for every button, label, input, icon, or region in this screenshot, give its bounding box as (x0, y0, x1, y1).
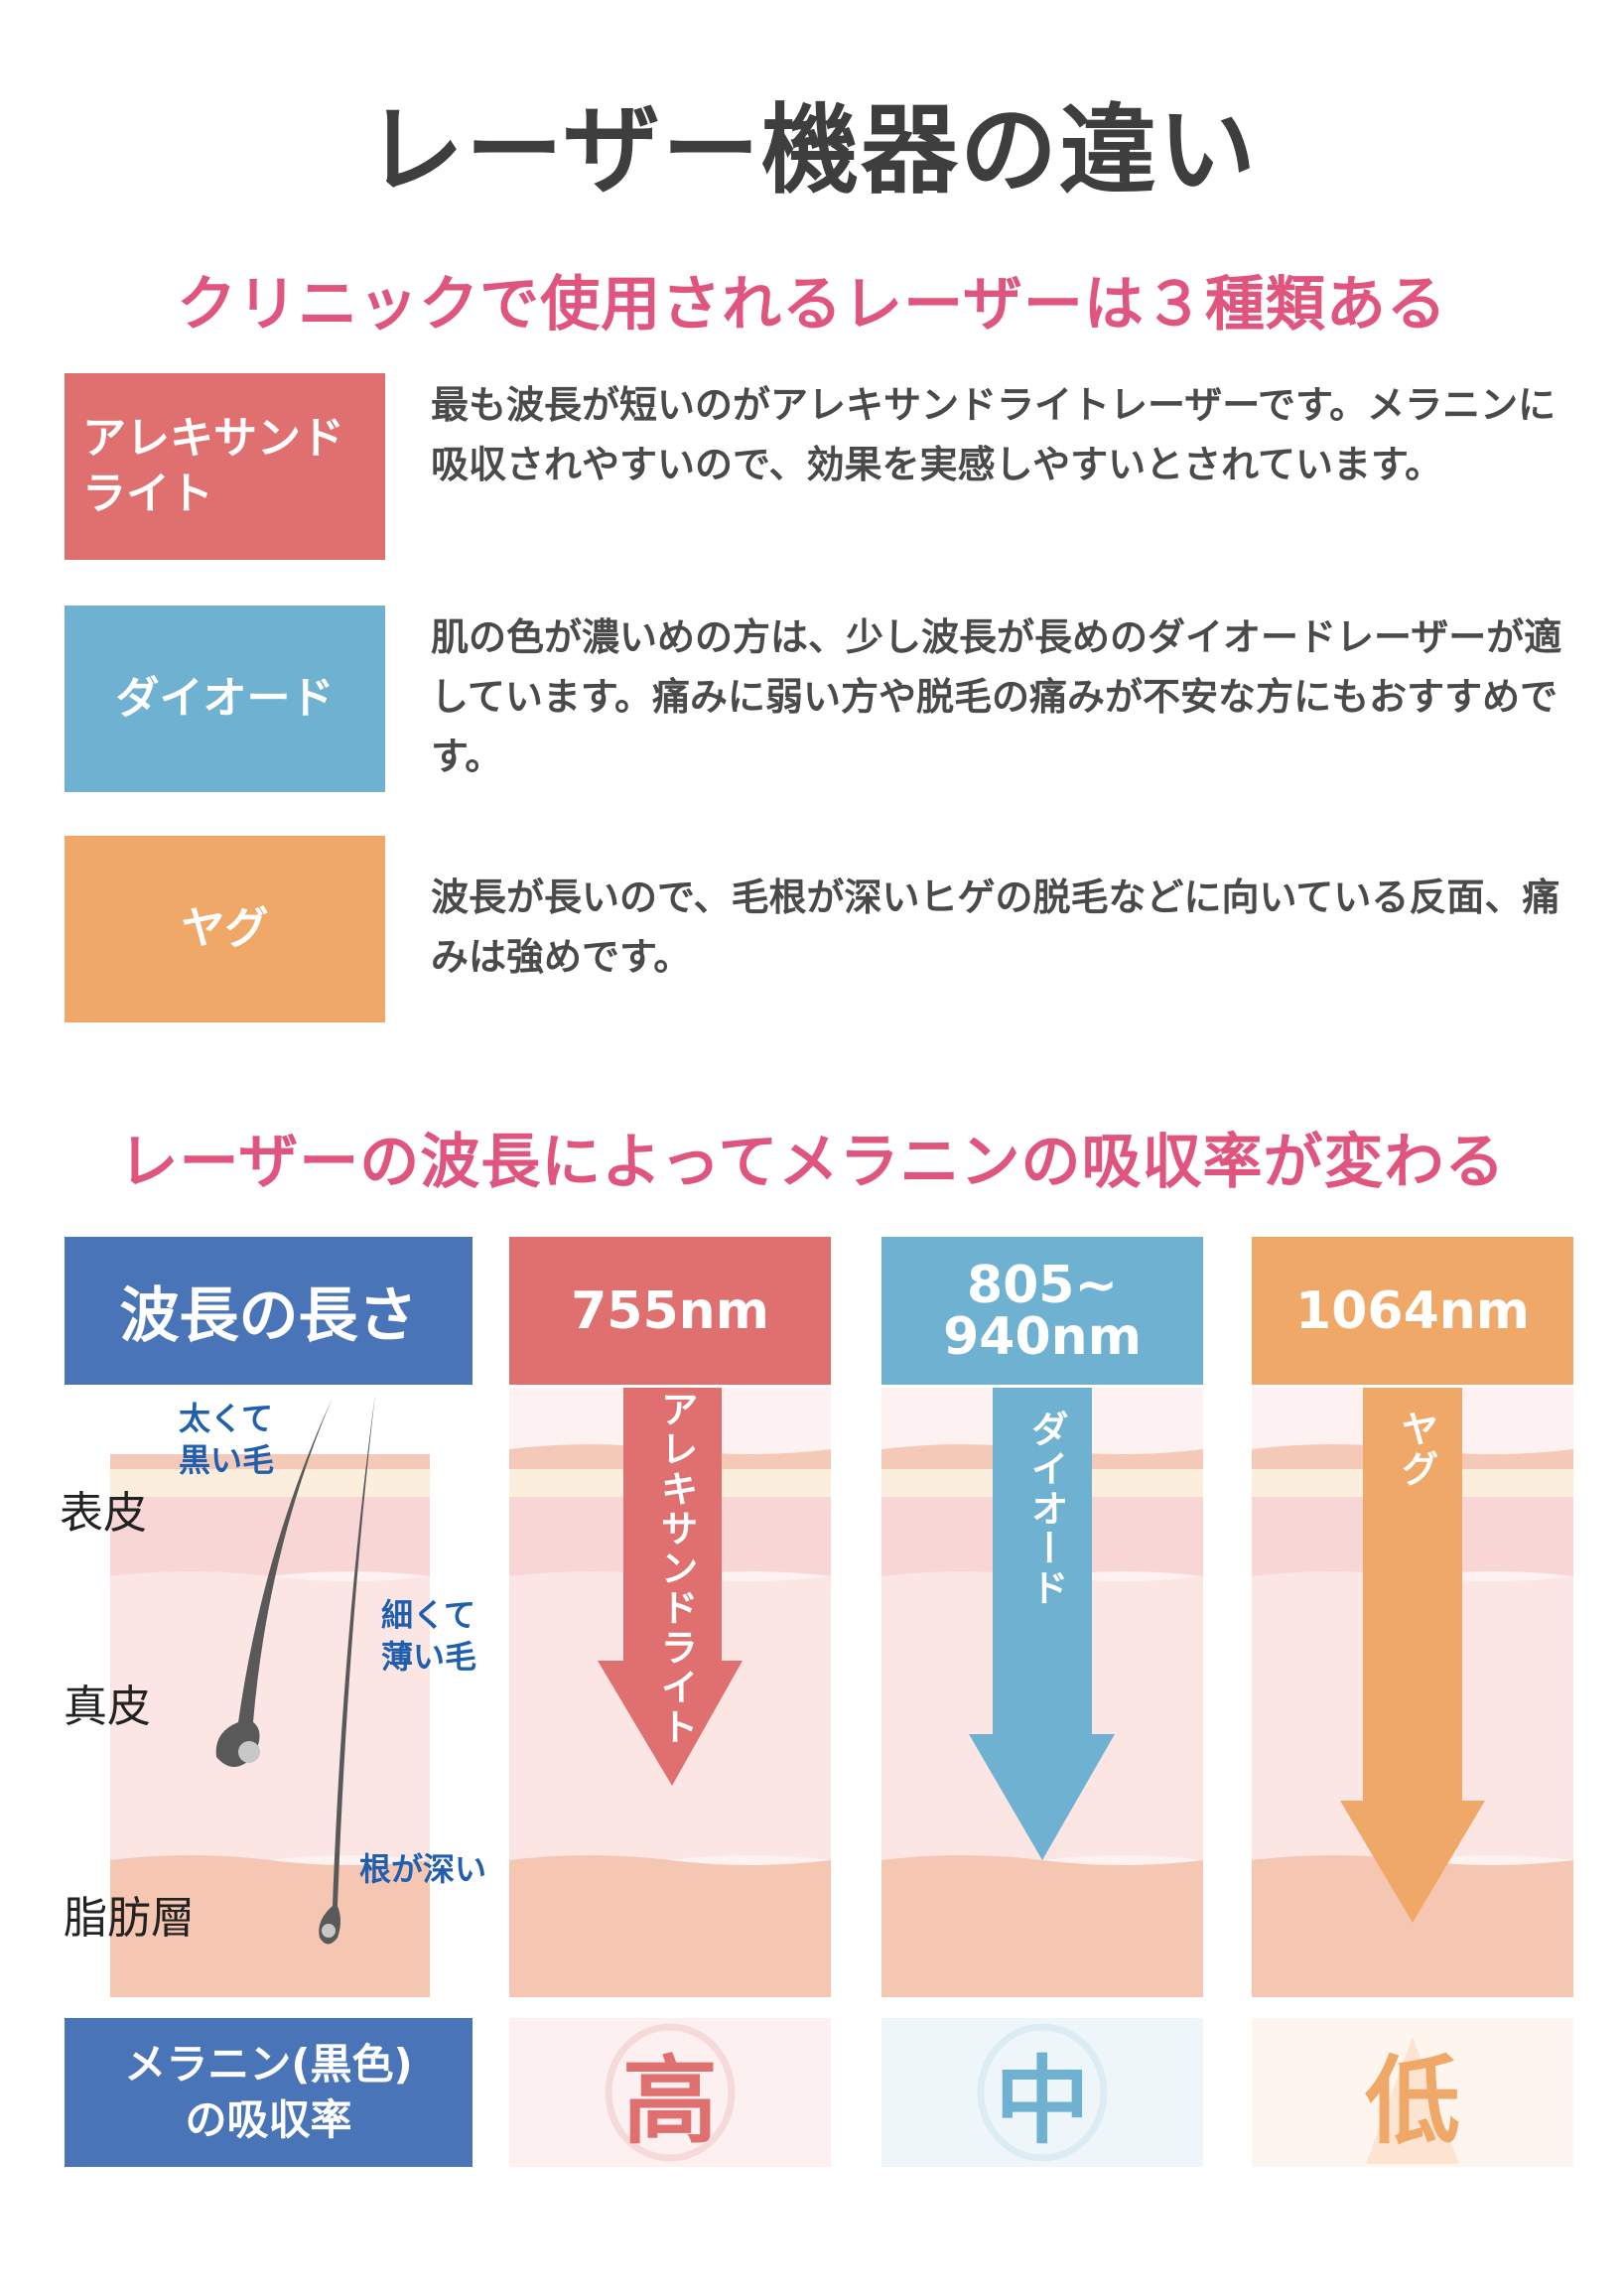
yag-wavelength: 1064nm (1252, 1237, 1573, 1385)
medium-circle-icon (977, 2023, 1108, 2162)
deep-root-label: 根が深い (359, 1850, 487, 1888)
layer-dermis: 真皮 (64, 1682, 151, 1732)
section1-heading: クリニックで使用されるレーザーは３種類ある (177, 270, 1447, 339)
yag-arrow-icon (1340, 1388, 1485, 1923)
thick-hair-label: 太くて 黒い毛 (179, 1400, 275, 1479)
diode-description: 肌の色が濃いめの方は、少し波長が長めのダイオードレーザーが適しています。痛みに弱… (431, 615, 1562, 778)
section2-heading: レーザーの波長によってメラニンの吸収率が変わる (118, 1128, 1506, 1197)
yag-arrow-label: ヤグ (1395, 1410, 1438, 1489)
high-circle-icon (605, 2023, 736, 2162)
laser-type-diode: ダイオード (65, 606, 385, 792)
absorption-row-header: メラニン(黒色) の吸収率 (65, 2018, 473, 2167)
alexandrite-description: 最も波長が短いのがアレキサンドライトレーザーです。メラニンに吸収されやすいので、… (431, 383, 1556, 486)
yag-description: 波長が長いので、毛根が深いヒゲの脱毛などに向いている反面、痛みは強めです。 (431, 875, 1560, 979)
alexandrite-absorption: 高 (622, 2045, 718, 2157)
alexandrite-arrow-icon (598, 1388, 743, 1786)
low-triangle-icon (1366, 2037, 1459, 2164)
layer-fat: 脂肪層 (64, 1893, 195, 1944)
layer-epidermis: 表皮 (60, 1488, 147, 1539)
yag-absorption: 低 (1365, 2045, 1460, 2157)
diode-wavelength: 805~ 940nm (881, 1237, 1203, 1385)
alexandrite-wavelength: 755nm (509, 1237, 831, 1385)
diode-arrow-icon (969, 1388, 1115, 1860)
thin-hair-label: 細くて 薄い毛 (381, 1596, 477, 1676)
alexandrite-arrow-label: アレキサンドライト (654, 1390, 698, 1747)
diode-absorption: 中 (995, 2045, 1090, 2157)
thick-hair-icon (215, 1398, 333, 1767)
laser-type-yag: ヤグ (65, 836, 385, 1022)
wavelength-row-header: 波長の長さ (65, 1237, 473, 1385)
thin-hair-icon (319, 1394, 375, 1945)
diode-arrow-label: ダイオード (1024, 1410, 1068, 1608)
page-title: レーザー機器の違い (365, 94, 1259, 207)
laser-type-alexandrite: アレキサンド ライト (65, 373, 385, 560)
